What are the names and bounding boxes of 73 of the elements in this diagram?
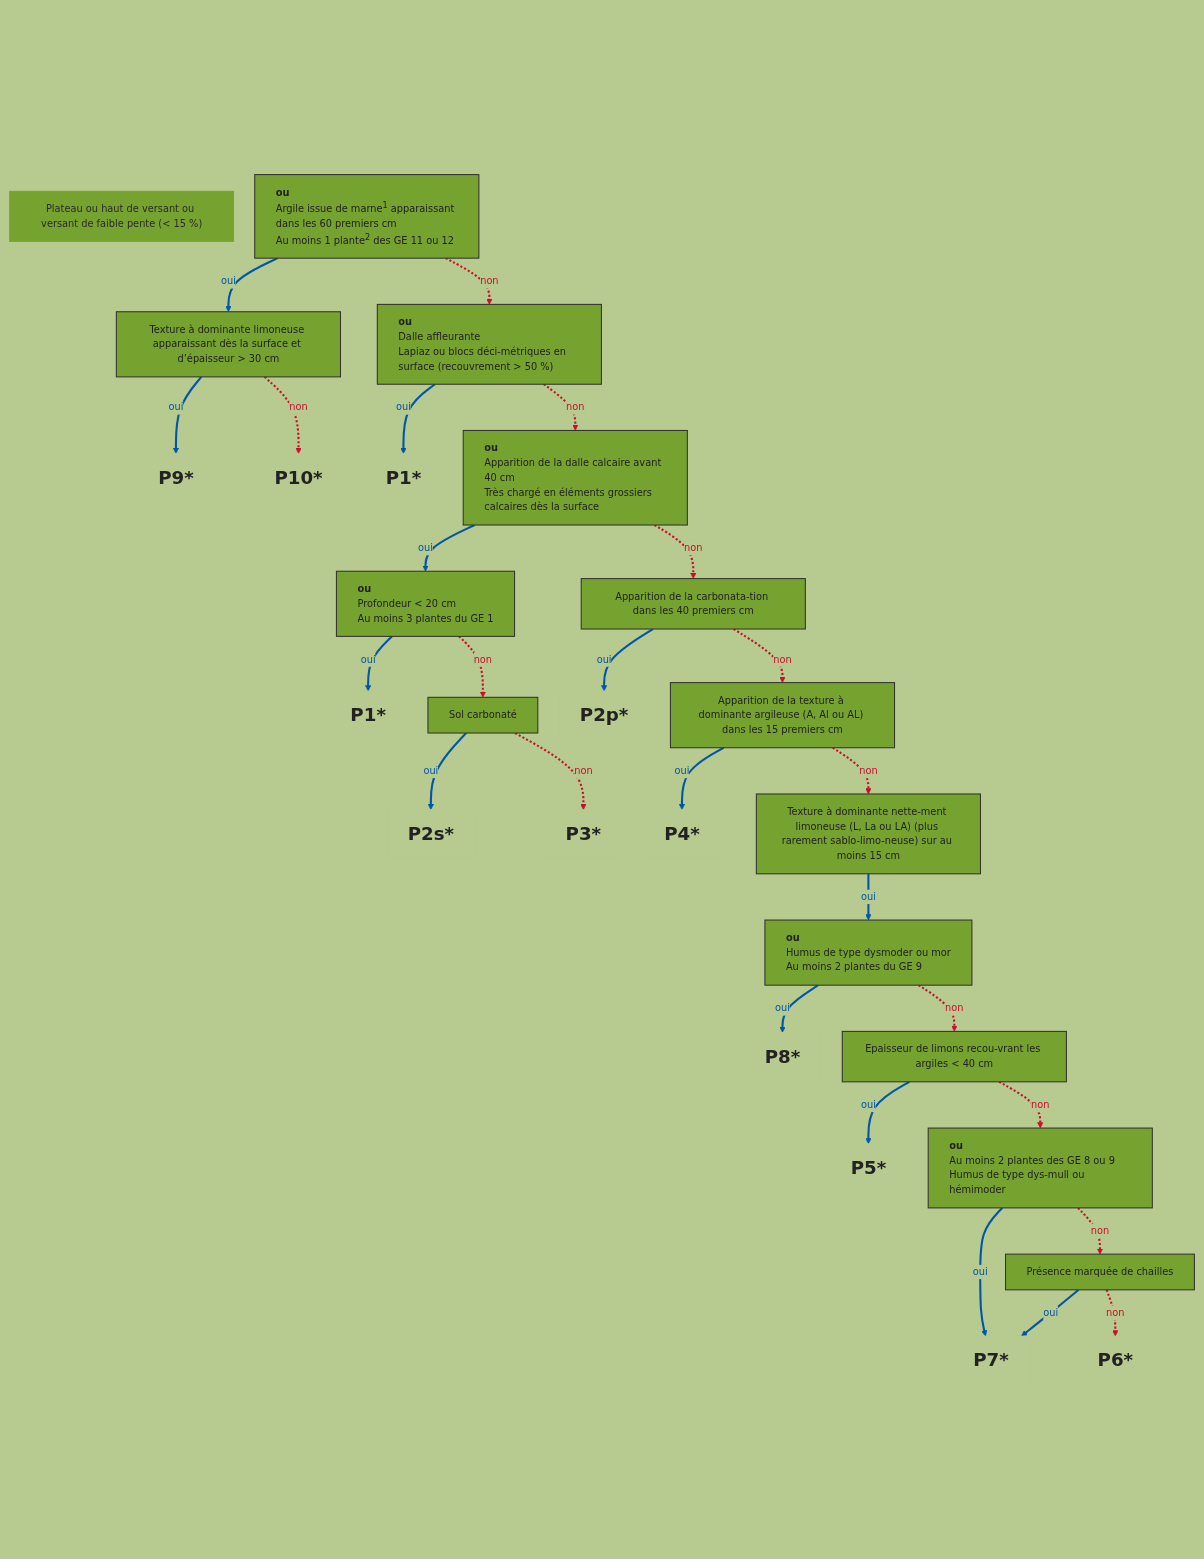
arrow <box>1105 1289 1119 1337</box>
node-box: ou Apparition de la dalle calcaire avant 40 cm Très chargé en éléments grossiers calcaires dès la surface <box>462 429 688 526</box>
arrow <box>365 635 393 692</box>
node-text: P3* <box>565 823 602 845</box>
node-box: Epaisseur de limons recou-vrant les argiles < 40 cm <box>841 1030 1067 1083</box>
edge-label: oui <box>220 275 236 287</box>
edge-label: oui <box>418 542 433 554</box>
node-text: P4* <box>664 823 700 845</box>
node-box: Texture à dominante limoneuse apparaissant dès la surface et d’épaisseur > 30 cm <box>115 311 341 378</box>
edge-label: non <box>289 401 308 413</box>
node-box: ou Argile issue de marne$^{1}$ apparaissant dans les 60 premiers cm Au moins 1 plante$^{2}$ des GE 11 ou 12 <box>254 174 480 259</box>
arrow <box>998 1080 1044 1129</box>
arrow <box>400 383 436 454</box>
node-box: ou Humus de type dysmoder ou mor Au moins 2 plantes du GE 9 <box>764 919 973 986</box>
edge-label: non <box>945 1002 964 1014</box>
arrow <box>427 732 467 810</box>
node-box: Présence marquée de chailles <box>1005 1253 1195 1291</box>
arrow <box>543 383 579 431</box>
node-box: Apparition de la texture à dominante argileuse (A, Al ou AL) dans les 15 premiers cm <box>669 682 896 749</box>
edge-label: oui <box>860 890 876 903</box>
node-box: ou Profondeur < 20 cm Au moins 3 plantes du GE 1 <box>335 570 516 637</box>
arrow <box>979 1207 1003 1337</box>
node-text: P2p* <box>579 704 629 726</box>
node-text: P2s* <box>407 823 455 845</box>
edge-label: oui <box>860 1098 876 1111</box>
edge-label: oui <box>423 764 439 777</box>
node-text: P5* <box>850 1157 887 1179</box>
edge-label: non <box>859 764 878 777</box>
edge-label: oui <box>674 764 690 777</box>
node-box: ou Dalle affleurante Lapiaz ou blocs déci-métriques en surface (recouvrement > 50 %) <box>376 303 602 385</box>
arrow <box>458 635 486 698</box>
edge-label: non <box>773 653 792 665</box>
node-box: Apparition de la carbonata-tion dans les 40 premiers cm <box>580 578 806 630</box>
arrow <box>832 746 872 795</box>
edge-label: oui <box>168 401 184 413</box>
node-text: P9* <box>158 466 194 488</box>
edge-label: oui <box>972 1266 988 1278</box>
edge-label: non <box>480 275 499 287</box>
edge-label: non <box>1106 1307 1125 1319</box>
arrow <box>1077 1207 1104 1255</box>
node-text: P8* <box>764 1045 801 1067</box>
arrow <box>918 984 958 1032</box>
arrow <box>678 746 725 810</box>
edge-label: non <box>473 653 493 665</box>
arrow <box>779 984 819 1033</box>
arrow <box>422 524 476 572</box>
arrow <box>172 376 203 454</box>
node-text: P7* <box>973 1349 1009 1371</box>
edge-label: oui <box>1043 1307 1059 1319</box>
arrow <box>225 257 279 312</box>
edge-label: non <box>1031 1098 1050 1111</box>
edge-label: oui <box>596 653 612 665</box>
edge-label: non <box>574 764 593 777</box>
arrow <box>263 376 302 454</box>
arrow <box>601 628 654 692</box>
arrow <box>733 628 786 683</box>
node-text: P1* <box>350 704 386 726</box>
node-box: Plateau ou haut de versant ou versant de faible pente (< 15 %) <box>9 190 235 242</box>
node-text: P6* <box>1097 1349 1134 1371</box>
edge-label: non <box>1090 1225 1110 1237</box>
edge-label: oui <box>395 401 411 413</box>
arrow <box>654 524 697 579</box>
node-box: ou Au moins 2 plantes des GE 8 ou 9 Humus de type dys-mull ou hémimoder <box>927 1127 1153 1209</box>
node-box: Texture à dominante nette-ment limoneuse (L, La ou LA) (plus rarement sablo-limo-neuse) sur au moins 15 cm <box>755 793 981 875</box>
arrow <box>865 1080 910 1145</box>
node-text: P1* <box>385 466 422 488</box>
node-box: Sol carbonaté <box>427 696 539 734</box>
edge-label: oui <box>775 1002 790 1014</box>
edge-label: oui <box>360 653 376 665</box>
edge-label: non <box>684 542 703 554</box>
node-text: P10* <box>274 466 323 488</box>
edge-label: non <box>566 401 585 413</box>
arrow <box>1021 1289 1080 1337</box>
